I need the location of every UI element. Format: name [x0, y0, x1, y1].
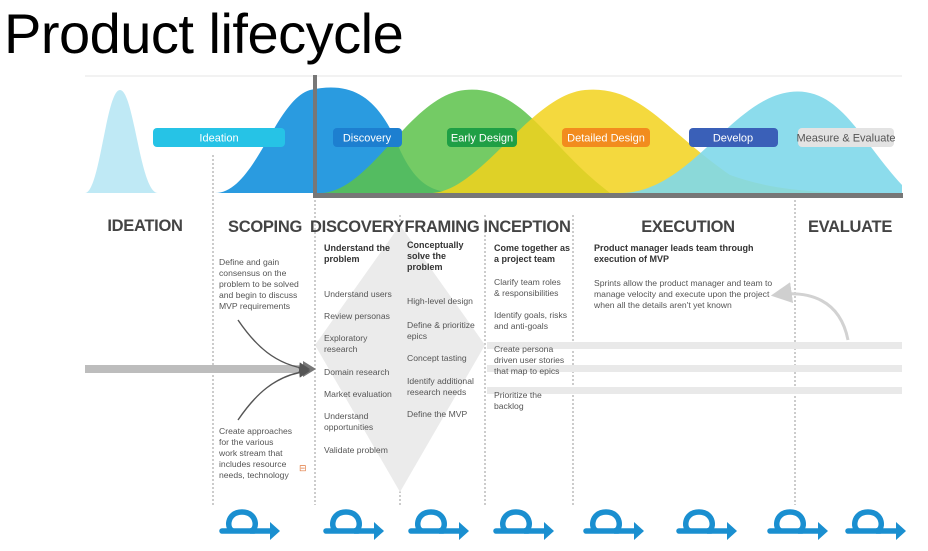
iteration-loop-icon: [676, 509, 737, 540]
execution-item: Sprints allow the product manager and te…: [593, 278, 775, 310]
stage-heading-framing: FRAMING: [405, 218, 480, 236]
pill-discovery: Discovery: [333, 128, 402, 147]
discovery-item: Validate problem: [324, 445, 388, 455]
execution-subtitle: Product manager leads team through execu…: [594, 243, 756, 264]
inception-item: Identify goals, risks and anti-goals: [494, 310, 569, 331]
scoping-item-1: Create approaches for the various work s…: [218, 426, 294, 480]
inception-item: Clarify team roles & responsibilities: [494, 277, 563, 298]
framing-item: Define the MVP: [407, 409, 467, 419]
iteration-loop-icon: [323, 509, 384, 540]
discovery-content: Understand the problem Understand users …: [324, 243, 393, 455]
inception-content: Come together as a project team Clarify …: [494, 243, 573, 411]
iteration-loop-icon: [583, 509, 644, 540]
pill-detailed-design: Detailed Design: [562, 128, 650, 147]
stage-heading-inception: INCEPTION: [483, 218, 570, 236]
stage-heading-execution: EXECUTION: [641, 218, 735, 236]
curve-axis: [313, 75, 903, 198]
document-icon: ⊟: [299, 463, 307, 473]
pill-measure-evaluate: Measure & Evaluate: [796, 128, 896, 147]
scoping-content: Define and gain consensus on the problem…: [218, 257, 301, 480]
inception-item: Prioritize the backlog: [494, 390, 544, 411]
discovery-item: Domain research: [324, 367, 390, 377]
ideation-curve: [85, 90, 158, 193]
page-title: Product lifecycle: [4, 2, 404, 65]
stage-heading-scoping: SCOPING: [228, 218, 302, 236]
framing-item: High-level design: [407, 296, 473, 306]
iteration-loop-icon: [767, 509, 828, 540]
framing-subtitle: Conceptually solve the problem: [407, 240, 466, 272]
diverge-converge-diamond: [315, 225, 485, 492]
stage-heading-discovery: DISCOVERY: [310, 218, 404, 236]
framing-item: Identify additional research needs: [407, 376, 476, 397]
pill-early-design: Early Design: [447, 128, 517, 147]
pill-label: Ideation: [199, 133, 238, 145]
stage-heading-ideation: IDEATION: [107, 217, 182, 235]
detailed-design-curve: [430, 89, 902, 193]
phase-pills: Ideation Discovery Early Design Detailed…: [153, 128, 896, 147]
stage-heading-evaluate: EVALUATE: [808, 218, 892, 236]
discovery-item: Exploratory research: [324, 333, 370, 354]
discovery-item: Understand users: [324, 289, 392, 299]
discovery-subtitle: Understand the problem: [324, 243, 393, 264]
inception-subtitle: Come together as a project team: [494, 243, 573, 264]
pill-label: Discovery: [343, 133, 392, 145]
pill-label: Develop: [713, 133, 753, 145]
inception-item: Create persona driven user stories that …: [494, 344, 567, 376]
iteration-loop-icon: [408, 509, 469, 540]
scoping-item-0: Define and gain consensus on the problem…: [219, 257, 301, 311]
execution-loop-arrow: [770, 282, 850, 341]
framing-item: Concept tasting: [407, 353, 467, 363]
iteration-loop-icon: [845, 509, 906, 540]
arrow-right-icon: [237, 319, 311, 421]
stage-headings: IDEATION SCOPING DISCOVERY FRAMING INCEP…: [107, 217, 892, 236]
execution-content: Product manager leads team through execu…: [593, 243, 775, 310]
iteration-loop-icon: [219, 509, 280, 540]
pill-label: Detailed Design: [567, 133, 645, 145]
pill-label: Early Design: [451, 133, 513, 145]
framing-content: Conceptually solve the problem High-leve…: [407, 240, 477, 419]
discovery-item: Understand opportunities: [324, 411, 373, 432]
discovery-item: Review personas: [324, 311, 390, 321]
pill-develop: Develop: [689, 128, 778, 147]
pill-ideation: Ideation: [153, 128, 285, 147]
timeline-guide-bars: [487, 342, 902, 394]
iteration-loop-icon: [493, 509, 554, 540]
discovery-item: Market evaluation: [324, 389, 392, 399]
main-timeline-arrow: [85, 361, 316, 377]
framing-item: Define & prioritize epics: [407, 320, 477, 341]
pill-label: Measure & Evaluate: [796, 133, 895, 145]
iteration-loop-icons: [219, 509, 906, 540]
